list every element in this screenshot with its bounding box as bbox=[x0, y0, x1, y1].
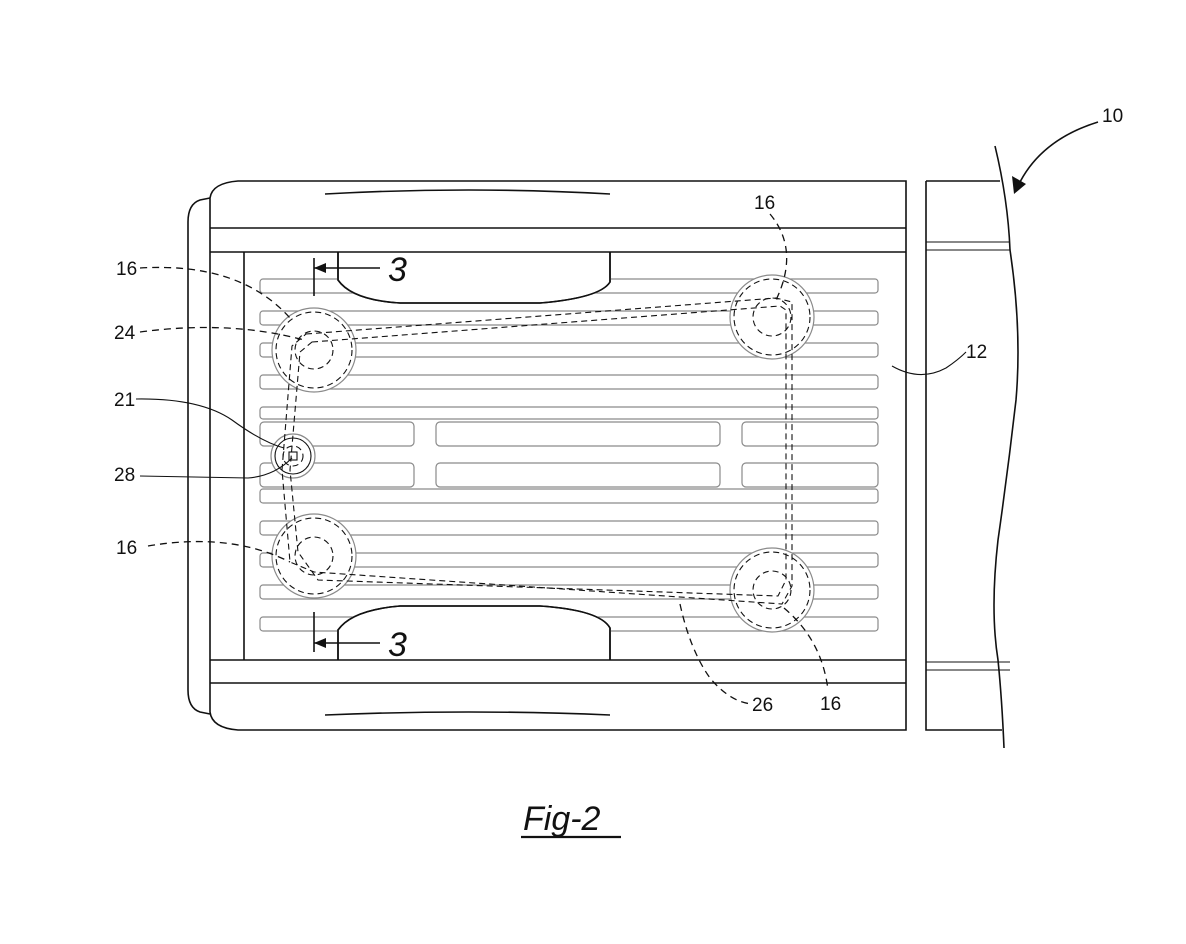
ref-10: 10 bbox=[1102, 106, 1123, 127]
section-mark-top: 3 bbox=[388, 251, 407, 289]
floor-ribs bbox=[259, 252, 879, 660]
ref-28: 28 bbox=[114, 465, 135, 486]
ref-16-top-left: 16 bbox=[116, 259, 137, 280]
ref-16-bottom-right: 16 bbox=[820, 694, 841, 715]
ref-16-bottom-left: 16 bbox=[116, 538, 137, 559]
cab-section bbox=[925, 145, 1019, 749]
reference-numerals: 10 12 16 16 16 16 21 24 26 28 bbox=[114, 106, 1123, 716]
figure-caption-text: Fig-2 bbox=[523, 800, 601, 838]
figure-caption: Fig-2 bbox=[521, 800, 621, 839]
cable-path bbox=[281, 297, 793, 605]
ref-12: 12 bbox=[966, 342, 987, 363]
section-mark-bottom: 3 bbox=[388, 626, 407, 664]
ref-16-top-right: 16 bbox=[754, 193, 775, 214]
ref-26: 26 bbox=[752, 695, 773, 716]
leader-lines bbox=[135, 121, 1099, 705]
section-markers: 3 3 bbox=[313, 251, 407, 664]
ref-21: 21 bbox=[114, 390, 135, 411]
tie-down-anchors bbox=[274, 278, 811, 629]
ref-24: 24 bbox=[114, 323, 136, 344]
